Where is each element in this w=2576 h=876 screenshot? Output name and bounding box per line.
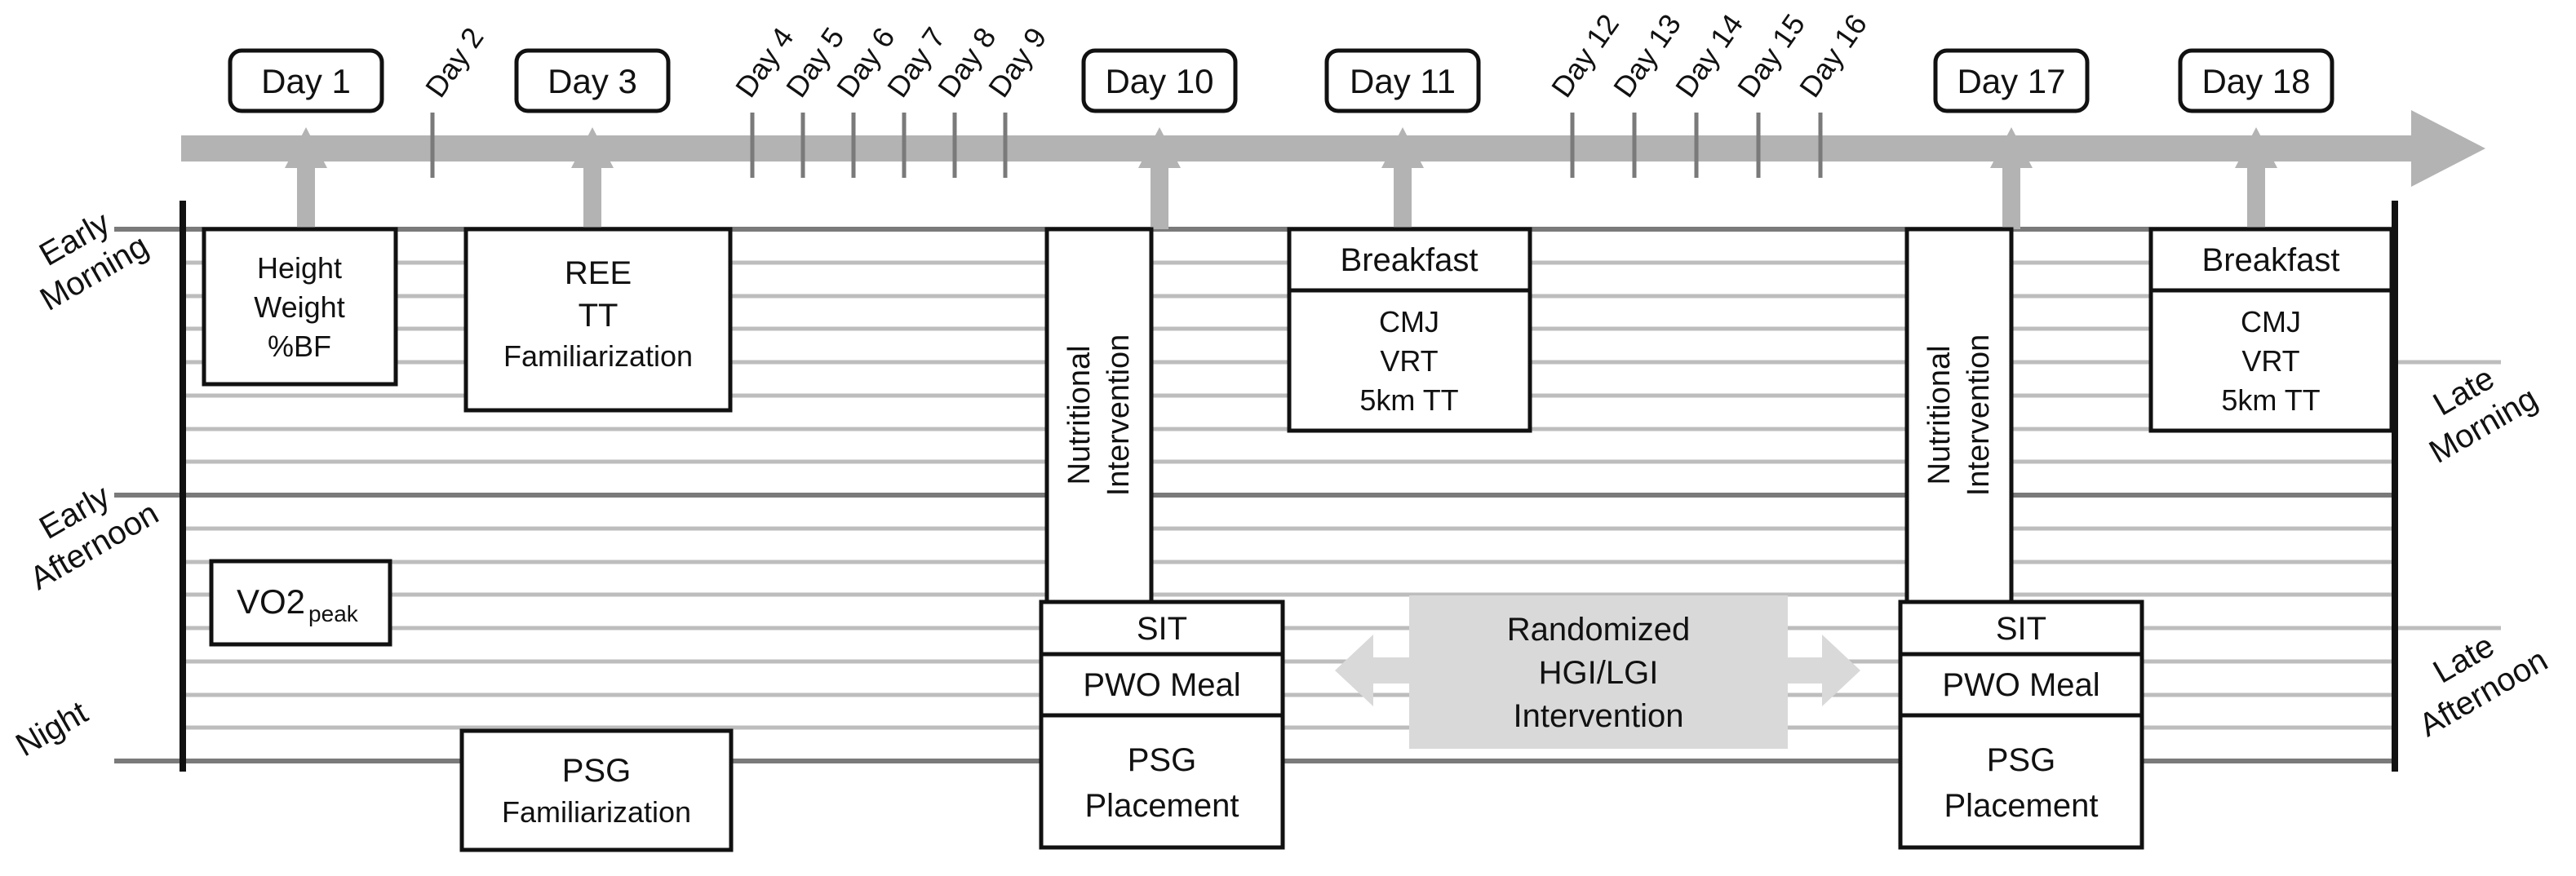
svg-text:Height: Height xyxy=(257,251,342,285)
up-arrow-shaft xyxy=(1151,166,1168,229)
psg-familiarization-box: PSG Familiarization xyxy=(459,728,734,852)
svg-text:Intervention: Intervention xyxy=(1102,334,1136,497)
randomized-intervention: Randomized HGI/LGI Intervention xyxy=(1335,595,1860,749)
svg-text:Day 11: Day 11 xyxy=(1350,62,1456,100)
svg-text:5km TT: 5km TT xyxy=(2221,383,2320,417)
day-10-psg-placement-box: PSG Placement xyxy=(1039,713,1285,850)
svg-text:Nutritional: Nutritional xyxy=(1062,345,1097,484)
svg-text:SIT: SIT xyxy=(1137,611,1187,647)
up-arrowhead xyxy=(1138,127,1181,168)
day-18-label: Day 18 xyxy=(2178,48,2334,113)
svg-text:PSG: PSG xyxy=(562,753,631,789)
up-arrow-shaft xyxy=(297,166,315,229)
timeline-arrow xyxy=(181,110,2485,187)
svg-text:TT: TT xyxy=(579,298,619,334)
up-arrowhead xyxy=(2235,127,2277,168)
svg-text:Weight: Weight xyxy=(254,290,344,324)
up-arrowhead xyxy=(1990,127,2033,168)
up-arrow-shaft xyxy=(2002,166,2020,229)
svg-text:REE: REE xyxy=(565,255,632,291)
day-11-breakfast-box: Breakfast xyxy=(1287,227,1532,293)
day-17-label: Day 17 xyxy=(1933,48,2090,113)
night-label: Night xyxy=(10,694,94,763)
day-17-nutritional-intervention: Nutritional Intervention xyxy=(1904,227,2014,604)
up-arrowhead xyxy=(285,127,327,168)
up-arrow-shaft xyxy=(1394,166,1412,229)
svg-text:%BF: %BF xyxy=(268,330,331,363)
svg-text:Breakfast: Breakfast xyxy=(2202,242,2340,278)
svg-text:Day 3: Day 3 xyxy=(548,62,637,100)
svg-text:HGI/LGI: HGI/LGI xyxy=(1539,655,1659,691)
svg-text:PSG: PSG xyxy=(1128,742,1196,778)
day-18-tests-box: CMJ VRT 5km TT xyxy=(2148,288,2394,433)
up-arrows xyxy=(285,127,2277,229)
svg-text:Day 17: Day 17 xyxy=(1957,62,2065,100)
day-10-pwo-meal-box: PWO Meal xyxy=(1039,652,1285,718)
early-afternoon-label: Early Afternoon xyxy=(24,478,164,597)
day-17-pwo-meal-box: PWO Meal xyxy=(1898,652,2144,718)
day-16-label: Day 16 xyxy=(1793,8,1873,104)
svg-text:VRT: VRT xyxy=(1380,344,1438,378)
day-10-nutritional-intervention: Nutritional Intervention xyxy=(1044,227,1154,604)
up-arrowhead xyxy=(1381,127,1424,168)
svg-text:Placement: Placement xyxy=(1085,788,1239,824)
day-1-label: Day 1 xyxy=(228,48,384,113)
svg-text:Placement: Placement xyxy=(1944,788,2099,824)
left-arrowhead xyxy=(1335,635,1409,706)
day-3-label: Day 3 xyxy=(514,48,671,113)
svg-text:Familiarization: Familiarization xyxy=(503,339,693,373)
svg-text:CMJ: CMJ xyxy=(2241,305,2301,338)
svg-text:Familiarization: Familiarization xyxy=(502,795,691,829)
day-10-label: Day 10 xyxy=(1081,48,1238,113)
day-17-sit-box: SIT xyxy=(1898,599,2144,657)
svg-text:PWO Meal: PWO Meal xyxy=(1942,667,2099,703)
up-arrow-shaft xyxy=(583,166,601,229)
up-arrowhead xyxy=(571,127,614,168)
vo2-text: VO2 xyxy=(237,582,305,621)
anthropometrics-box: Height Weight %BF xyxy=(202,227,398,387)
svg-text:CMJ: CMJ xyxy=(1379,305,1439,338)
svg-text:Nutritional: Nutritional xyxy=(1922,345,1957,484)
svg-text:SIT: SIT xyxy=(1996,611,2046,647)
svg-text:Day 1: Day 1 xyxy=(261,62,351,100)
day-18-breakfast-box: Breakfast xyxy=(2148,227,2394,293)
late-morning-label: Late Morning xyxy=(2423,360,2543,470)
day-ticks xyxy=(430,113,1823,178)
day-2-label: Day 2 xyxy=(419,21,490,104)
svg-text:VRT: VRT xyxy=(2241,344,2299,378)
right-arrowhead xyxy=(1787,635,1860,706)
ree-tt-box: REE TT Familiarization xyxy=(463,227,733,413)
svg-text:Day 10: Day 10 xyxy=(1105,62,1213,100)
svg-text:Breakfast: Breakfast xyxy=(1341,242,1479,278)
day-17-psg-placement-box: PSG Placement xyxy=(1898,713,2144,850)
svg-text:Randomized: Randomized xyxy=(1507,612,1691,648)
svg-text:PWO Meal: PWO Meal xyxy=(1083,667,1240,703)
svg-text:PSG: PSG xyxy=(1987,742,2055,778)
early-morning-label: Early Morning xyxy=(33,205,154,318)
svg-text:Intervention: Intervention xyxy=(1962,334,1996,497)
svg-text:Day 18: Day 18 xyxy=(2201,62,2310,100)
day-10-sit-box: SIT xyxy=(1039,599,1285,657)
svg-text:Intervention: Intervention xyxy=(1513,698,1683,734)
day-11-label: Day 11 xyxy=(1324,48,1481,113)
up-arrow-shaft xyxy=(2247,166,2265,229)
svg-text:5km TT: 5km TT xyxy=(1359,383,1458,417)
vo2-subscript: peak xyxy=(308,601,359,626)
day-11-tests-box: CMJ VRT 5km TT xyxy=(1287,288,1532,433)
